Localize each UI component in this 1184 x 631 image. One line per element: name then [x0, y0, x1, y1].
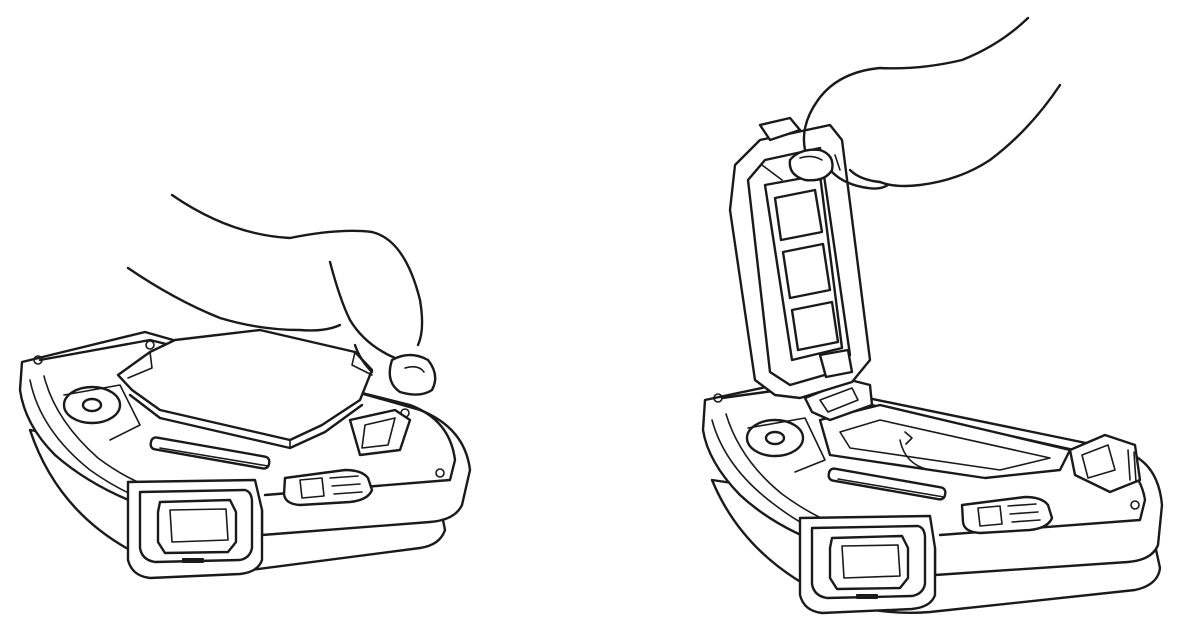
hand-lifting-lid: [788, 16, 1062, 190]
panel-2-lid-open: [701, 16, 1164, 615]
panel-1-lid-closed: [18, 193, 472, 580]
dustbin-body-left: [18, 330, 472, 580]
dustbin-lid-left: [116, 328, 374, 450]
dustbin-body-right: [701, 380, 1164, 615]
hand-pressing-lid: [126, 193, 437, 396]
dustbin-lid-open: [728, 116, 872, 400]
